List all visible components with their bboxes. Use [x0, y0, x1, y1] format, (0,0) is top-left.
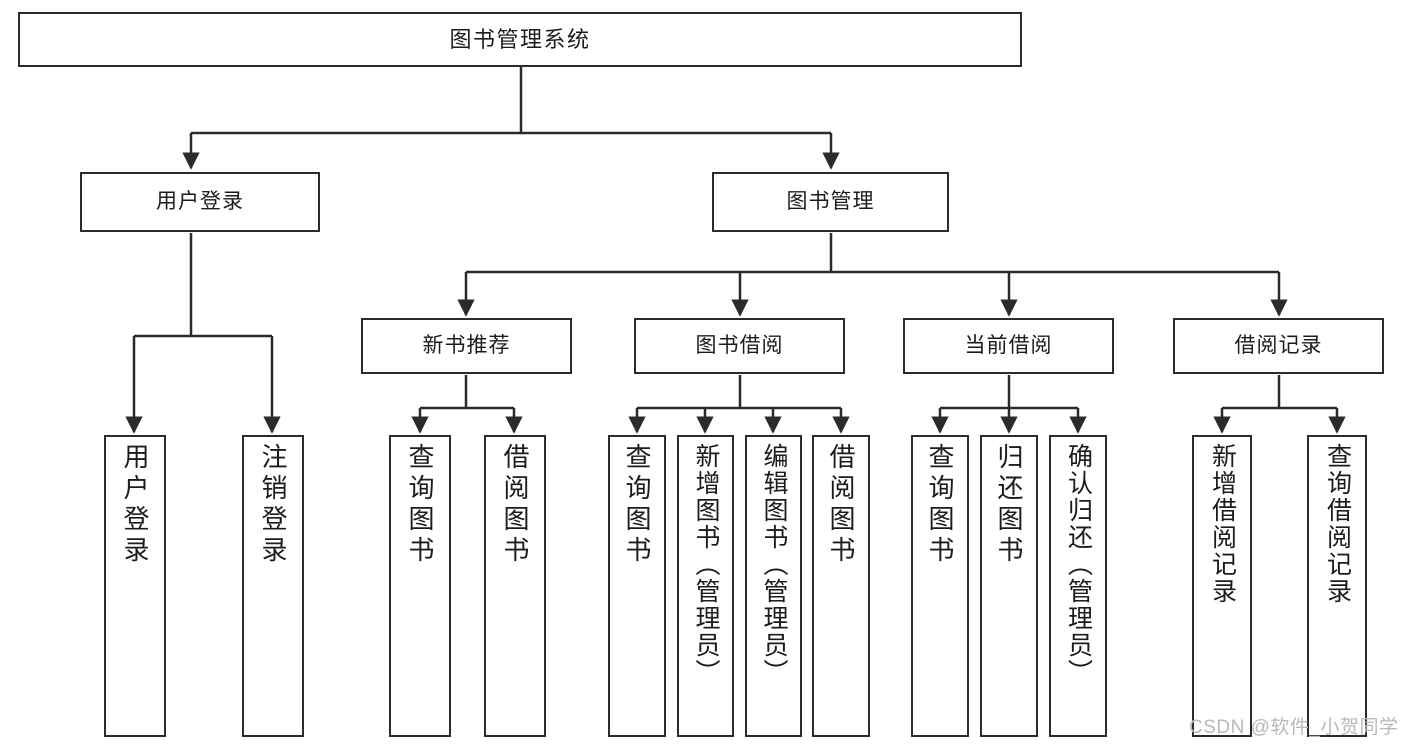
node-label: 图书借阅 — [695, 333, 784, 357]
node-borrowing-record[interactable]: 借阅记录 — [1173, 318, 1384, 374]
node-label: 查询借阅记录 — [1323, 443, 1352, 605]
node-book-management[interactable]: 图书管理 — [712, 172, 949, 232]
leaf-user-login[interactable]: 用户登录 — [104, 435, 166, 737]
node-user-login[interactable]: 用户登录 — [80, 172, 320, 232]
leaf-logout[interactable]: 注销登录 — [242, 435, 304, 737]
watermark-text: CSDN @软件_小贺同学 — [1189, 717, 1399, 738]
leaf-query-borrow-record[interactable]: 查询借阅记录 — [1307, 435, 1367, 737]
node-label: 借阅图书 — [826, 443, 856, 567]
node-book-borrowing[interactable]: 图书借阅 — [634, 318, 845, 374]
node-label: 查询图书 — [622, 443, 652, 567]
node-label: 归还图书 — [994, 443, 1024, 567]
node-current-borrowing[interactable]: 当前借阅 — [903, 318, 1114, 374]
node-label: 确认归还（管理员） — [1064, 443, 1093, 686]
node-label: 查询图书 — [925, 443, 955, 567]
leaf-return-books[interactable]: 归还图书 — [980, 435, 1038, 737]
node-label: 用户登录 — [156, 189, 244, 213]
node-label: 图书管理 — [786, 189, 875, 213]
node-label: 借阅图书 — [500, 443, 530, 567]
leaf-add-book-admin[interactable]: 新增图书（管理员） — [677, 435, 734, 737]
leaf-borrow-books[interactable]: 借阅图书 — [812, 435, 870, 737]
node-label: 编辑图书（管理员） — [760, 443, 788, 686]
leaf-query-books-current[interactable]: 查询图书 — [911, 435, 969, 737]
node-label: 新增借阅记录 — [1208, 443, 1237, 605]
leaf-borrow-books-recommend[interactable]: 借阅图书 — [484, 435, 546, 737]
node-label: 注销登录 — [258, 443, 288, 567]
node-label: 新书推荐 — [422, 333, 511, 357]
leaf-query-books-recommend[interactable]: 查询图书 — [389, 435, 451, 737]
node-label: 当前借阅 — [964, 333, 1053, 357]
node-label: 用户登录 — [120, 443, 150, 567]
node-label: 借阅记录 — [1234, 333, 1323, 357]
node-label: 新增图书（管理员） — [692, 443, 720, 686]
node-new-book-recommendation[interactable]: 新书推荐 — [361, 318, 572, 374]
leaf-confirm-return-admin[interactable]: 确认归还（管理员） — [1049, 435, 1107, 737]
node-root-book-management-system[interactable]: 图书管理系统 — [18, 12, 1022, 67]
leaf-query-books-borrow[interactable]: 查询图书 — [608, 435, 666, 737]
node-label: 图书管理系统 — [449, 26, 591, 52]
leaf-edit-book-admin[interactable]: 编辑图书（管理员） — [745, 435, 802, 737]
leaf-add-borrow-record[interactable]: 新增借阅记录 — [1192, 435, 1252, 737]
node-label: 查询图书 — [405, 443, 435, 567]
